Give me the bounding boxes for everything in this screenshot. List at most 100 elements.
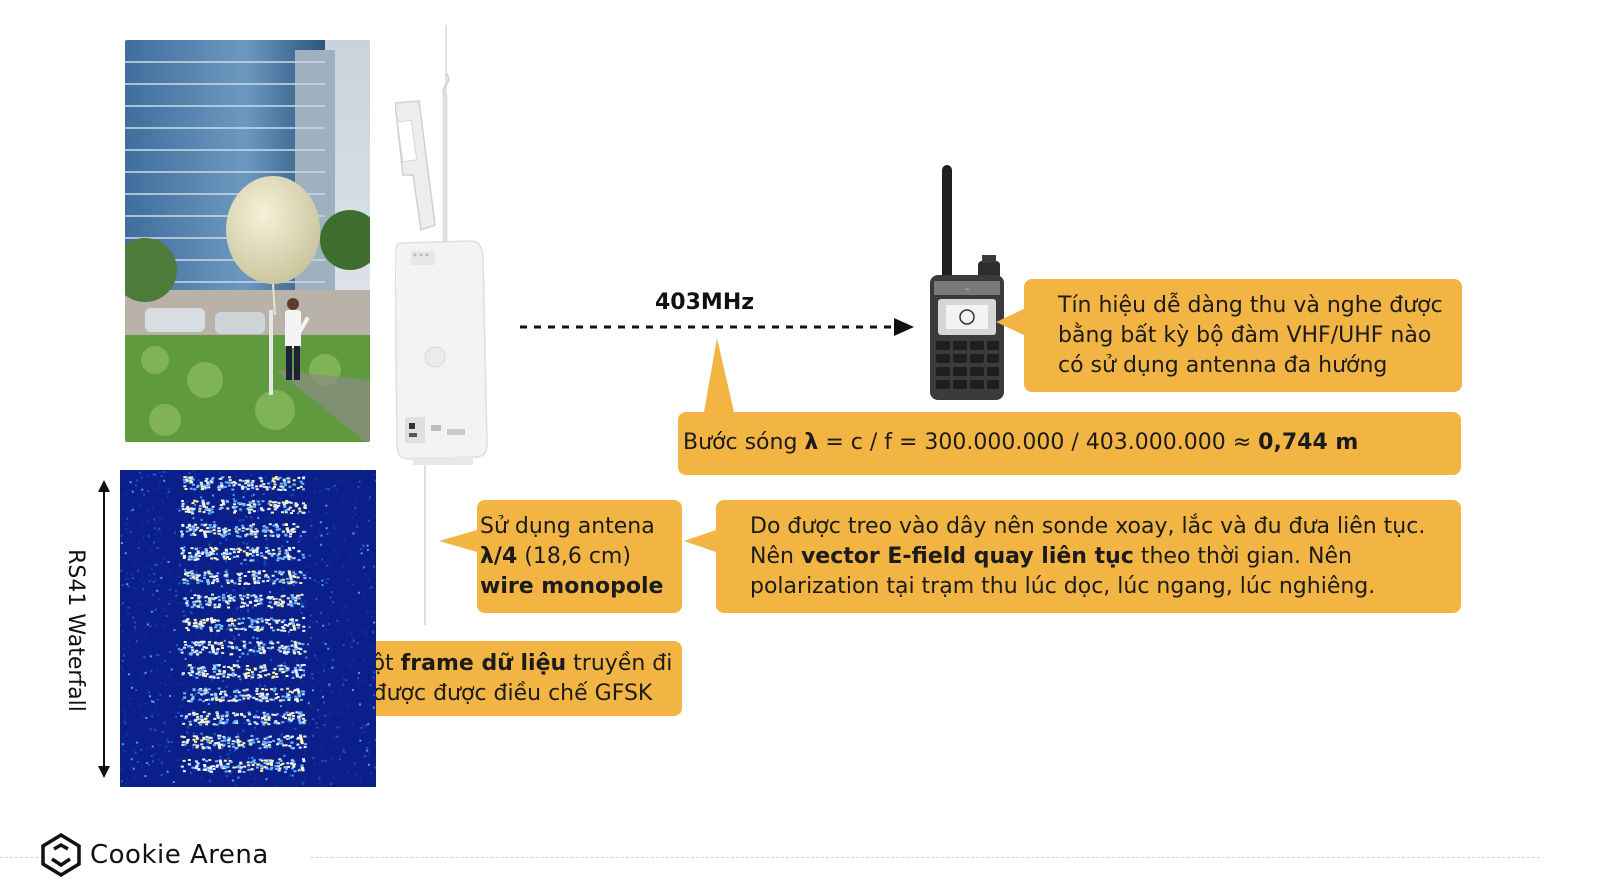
waterfall-frame-burst — [199, 622, 203, 625]
waterfall-frame-burst — [204, 746, 208, 749]
waterfall-frame-burst — [217, 669, 221, 672]
waterfall-frame-burst — [299, 713, 303, 716]
waterfall-frame-burst — [278, 570, 282, 573]
waterfall-frame-burst — [206, 721, 210, 724]
waterfall-time-arrow — [98, 480, 110, 778]
footer-divider — [0, 857, 1540, 858]
waterfall-frame-burst — [218, 623, 222, 626]
waterfall-frame-burst — [217, 488, 221, 491]
waterfall-frame-burst — [203, 574, 207, 577]
waterfall-frame-burst — [297, 647, 301, 650]
waterfall-noise-speck — [120, 534, 123, 537]
waterfall-frame-burst — [233, 691, 236, 693]
waterfall-frame-burst — [238, 698, 242, 701]
waterfall-noise-speck — [152, 760, 154, 763]
waterfall-frame-burst — [240, 714, 244, 716]
waterfall-frame-burst — [207, 688, 211, 691]
waterfall-frame-burst — [253, 628, 257, 631]
waterfall-frame-burst — [206, 715, 209, 718]
waterfall-frame-burst — [250, 594, 254, 597]
waterfall-frame-burst — [288, 574, 292, 577]
waterfall-frame-burst — [237, 666, 241, 669]
waterfall-frame-burst — [200, 606, 204, 609]
waterfall-noise-speck — [372, 631, 375, 634]
waterfall-frame-burst — [259, 665, 263, 668]
waterfall-frame-burst — [292, 765, 296, 768]
waterfall-frame-burst — [246, 672, 250, 674]
waterfall-noise-speck — [367, 763, 370, 766]
waterfall-noise-speck — [226, 753, 229, 756]
waterfall-frame-burst — [238, 740, 242, 743]
waterfall-frame-burst — [200, 619, 204, 622]
waterfall-frame-burst — [198, 625, 202, 628]
waterfall-frame-burst — [289, 501, 293, 504]
waterfall-frame-burst — [200, 485, 204, 488]
waterfall-frame-burst — [214, 695, 218, 698]
waterfall-frame-burst — [209, 769, 213, 772]
waterfall-noise-speck — [226, 627, 229, 630]
waterfall-frame-burst — [186, 574, 190, 577]
waterfall-frame-burst — [222, 528, 226, 531]
waterfall-noise-speck — [155, 653, 158, 656]
waterfall-frame-burst — [242, 504, 246, 507]
waterfall-frame-burst — [189, 487, 193, 490]
waterfall-frame-burst — [210, 739, 214, 742]
waterfall-noise-speck — [144, 671, 147, 674]
waterfall-frame-burst — [204, 548, 208, 551]
waterfall-noise-speck — [226, 700, 229, 703]
waterfall-frame-burst — [202, 689, 206, 692]
waterfall-frame-burst — [268, 601, 272, 604]
waterfall-frame-burst — [190, 558, 194, 561]
waterfall-frame-burst — [277, 547, 281, 550]
waterfall-frame-burst — [287, 699, 291, 701]
waterfall-noise-speck — [181, 699, 184, 701]
waterfall-frame-burst — [294, 698, 297, 701]
waterfall-frame-burst — [296, 689, 300, 692]
waterfall-noise-speck — [296, 764, 299, 767]
waterfall-frame-burst — [209, 765, 213, 768]
waterfall-frame-burst — [227, 736, 231, 739]
waterfall-frame-burst — [189, 574, 193, 577]
waterfall-noise-speck — [319, 689, 322, 692]
waterfall-noise-speck — [366, 544, 369, 547]
waterfall-noise-speck — [368, 519, 370, 522]
waterfall-frame-burst — [298, 720, 302, 723]
waterfall-noise-speck — [367, 498, 370, 501]
waterfall-frame-burst — [255, 485, 259, 488]
waterfall-frame-burst — [280, 668, 284, 671]
waterfall-frame-burst — [289, 736, 293, 739]
waterfall-noise-speck — [355, 523, 358, 526]
waterfall-frame-burst — [263, 737, 267, 740]
waterfall-noise-speck — [306, 736, 309, 738]
waterfall-frame-burst — [187, 558, 191, 561]
waterfall-frame-burst — [255, 551, 259, 553]
waterfall-frame-burst — [200, 552, 204, 555]
waterfall-noise-speck — [165, 492, 168, 495]
waterfall-frame-burst — [227, 595, 230, 598]
waterfall-noise-speck — [153, 541, 156, 544]
waterfall-noise-speck — [166, 737, 169, 740]
waterfall-frame-burst — [222, 593, 226, 596]
waterfall-frame-burst — [262, 740, 266, 743]
waterfall-noise-speck — [161, 500, 164, 503]
waterfall-noise-speck — [327, 488, 330, 491]
waterfall-frame-burst — [219, 693, 222, 695]
waterfall-noise-speck — [168, 602, 171, 605]
waterfall-frame-burst — [196, 715, 200, 718]
waterfall-frame-burst — [227, 745, 231, 748]
waterfall-frame-burst — [270, 759, 274, 762]
waterfall-frame-burst — [185, 619, 189, 622]
waterfall-noise-speck — [155, 608, 157, 611]
waterfall-noise-speck — [254, 782, 257, 785]
waterfall-noise-speck — [143, 493, 146, 496]
waterfall-frame-burst — [181, 500, 184, 503]
waterfall-noise-speck — [352, 584, 355, 587]
waterfall-frame-burst — [296, 576, 300, 579]
waterfall-noise-speck — [204, 600, 207, 602]
waterfall-frame-burst — [238, 580, 242, 583]
waterfall-noise-speck — [148, 580, 151, 583]
waterfall-noise-speck — [140, 763, 143, 766]
wavelength-formula: = c / f = 300.000.000 / 403.000.000 ≈ — [818, 430, 1259, 455]
waterfall-noise-speck — [299, 608, 302, 611]
waterfall-noise-speck — [219, 528, 222, 531]
